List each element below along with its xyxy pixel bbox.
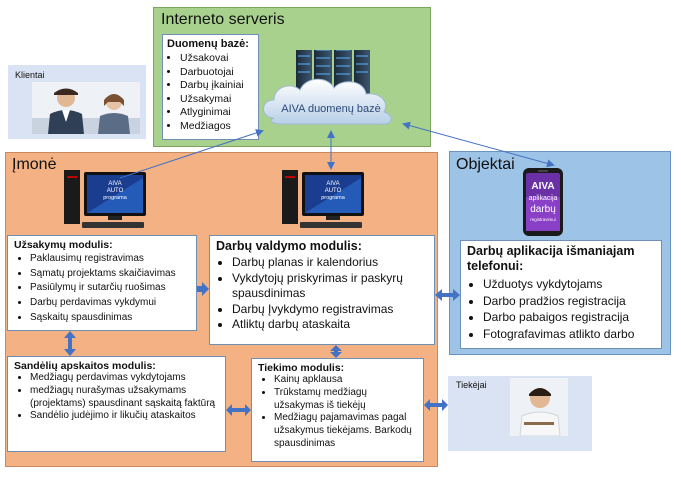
clients-label: Klientai [15, 70, 45, 80]
pc-label-line: AIVA [108, 181, 121, 187]
list-item: Paklausimų registravimas [30, 252, 190, 267]
list-item: Darbo pabaigos registracija [483, 309, 655, 326]
supply-module-heading: Tiekimo modulis: [258, 362, 345, 374]
suppliers-label: Tiekėjai [456, 380, 487, 390]
phone-label-line: AIVA [531, 181, 554, 192]
list-item: Darbų perdavimas vykdymui [30, 296, 190, 311]
database-heading: Duomenų bazė: [167, 38, 249, 50]
list-item: Pasiūlymų ir sutarčių ruošimas [30, 281, 190, 296]
database-item: Užsakovai [180, 52, 254, 66]
list-item: Sąmatų projektams skaičiavimas [30, 267, 190, 282]
supply-module-box: Tiekimo modulis: Kainų apklausa Trūkstam… [251, 358, 424, 462]
cloud-servers-image: AIVA duomenų bazė [263, 50, 392, 125]
supply-module-list: Kainų apklausa Trūkstamų medžiagų užsaky… [258, 374, 417, 451]
orders-module-list: Paklausimų registravimas Sąmatų projekta… [14, 252, 190, 326]
phone-label-line: aplikacija [529, 195, 558, 202]
phone-label-line: registravimui [530, 217, 556, 222]
database-item: Darbuotojai [180, 66, 254, 80]
list-item: Fotografavimas atlikto darbo [483, 326, 655, 343]
internet-server-title: Interneto serveris [161, 11, 285, 28]
pc-label-line: AUTO [325, 188, 342, 194]
works-module-list: Darbų planas ir kalendorius Vykdytojų pr… [216, 255, 428, 333]
list-item: Darbo pradžios registracija [483, 293, 655, 310]
pc-label-line: programa [321, 195, 345, 201]
list-item: Darbų Įvykdymo registravimas [232, 302, 428, 318]
warehouse-module-list: Medžiagų perdavimas vykdytojams medžiagų… [14, 372, 219, 423]
orders-module-box: Užsakymų modulis: Paklausimų registravim… [7, 235, 197, 331]
phone-label-line: darbų [530, 204, 556, 215]
list-item: Medžiagų pajamavimas pagal užsakymus tie… [274, 412, 417, 450]
pc-label-line: programa [103, 195, 127, 201]
mobile-app-box: Darbų aplikacija išmaniajam telefonui: U… [460, 240, 662, 349]
computer-left-icon: AIVA AUTO programa [64, 170, 146, 228]
works-module-heading: Darbų valdymo modulis: [216, 239, 362, 253]
clients-photo-icon [32, 82, 140, 134]
orders-module-heading: Užsakymų modulis: [14, 239, 113, 251]
server-rack-icon [296, 50, 370, 96]
list-item: Sandėlio judėjimo ir likučių ataskaitos [30, 410, 219, 423]
list-item: Kainų apklausa [274, 374, 417, 387]
database-list: Užsakovai Darbuotojai Darbų įkainiai Užs… [167, 52, 254, 134]
mobile-app-heading: Darbų aplikacija išmaniajam telefonui: [467, 244, 635, 273]
database-box: Duomenų bazė: Užsakovai Darbuotojai Darb… [162, 34, 259, 140]
mobile-app-list: Užduotys vykdytojams Darbo pradžios regi… [467, 276, 655, 342]
database-item: Atlyginimai [180, 106, 254, 120]
supplier-photo-icon [510, 378, 568, 436]
list-item: Sąskaitų spausdinimas [30, 311, 190, 326]
objects-title: Objektai [456, 156, 515, 173]
list-item: Atliktų darbų ataskaita [232, 317, 428, 333]
smartphone-icon: AIVA aplikacija darbų registravimui [523, 168, 563, 236]
database-item: Darbų įkainiai [180, 79, 254, 93]
company-title: Įmonė [12, 156, 57, 173]
list-item: Medžiagų perdavimas vykdytojams [30, 372, 219, 385]
list-item: medžiagų nurašymas užsakymams (projektam… [30, 385, 219, 411]
pc-label-line: AUTO [107, 188, 124, 194]
works-module-box: Darbų valdymo modulis: Darbų planas ir k… [209, 235, 435, 345]
computer-right-icon: AIVA AUTO programa [282, 170, 364, 228]
warehouse-module-heading: Sandėlių apskaitos modulis: [14, 360, 156, 372]
database-item: Užsakymai [180, 93, 254, 107]
database-item: Medžiagos [180, 120, 254, 134]
pc-label-line: AIVA [326, 181, 339, 187]
warehouse-module-box: Sandėlių apskaitos modulis: Medžiagų per… [7, 356, 226, 452]
list-item: Vykdytojų priskyrimas ir paskyrų spausdi… [232, 271, 428, 302]
cloud-icon [263, 78, 392, 125]
list-item: Užduotys vykdytojams [483, 276, 655, 293]
list-item: Darbų planas ir kalendorius [232, 255, 428, 271]
list-item: Trūkstamų medžiagų užsakymas iš tiekėjų [274, 387, 417, 413]
cloud-label: AIVA duomenų bazė [281, 103, 380, 115]
